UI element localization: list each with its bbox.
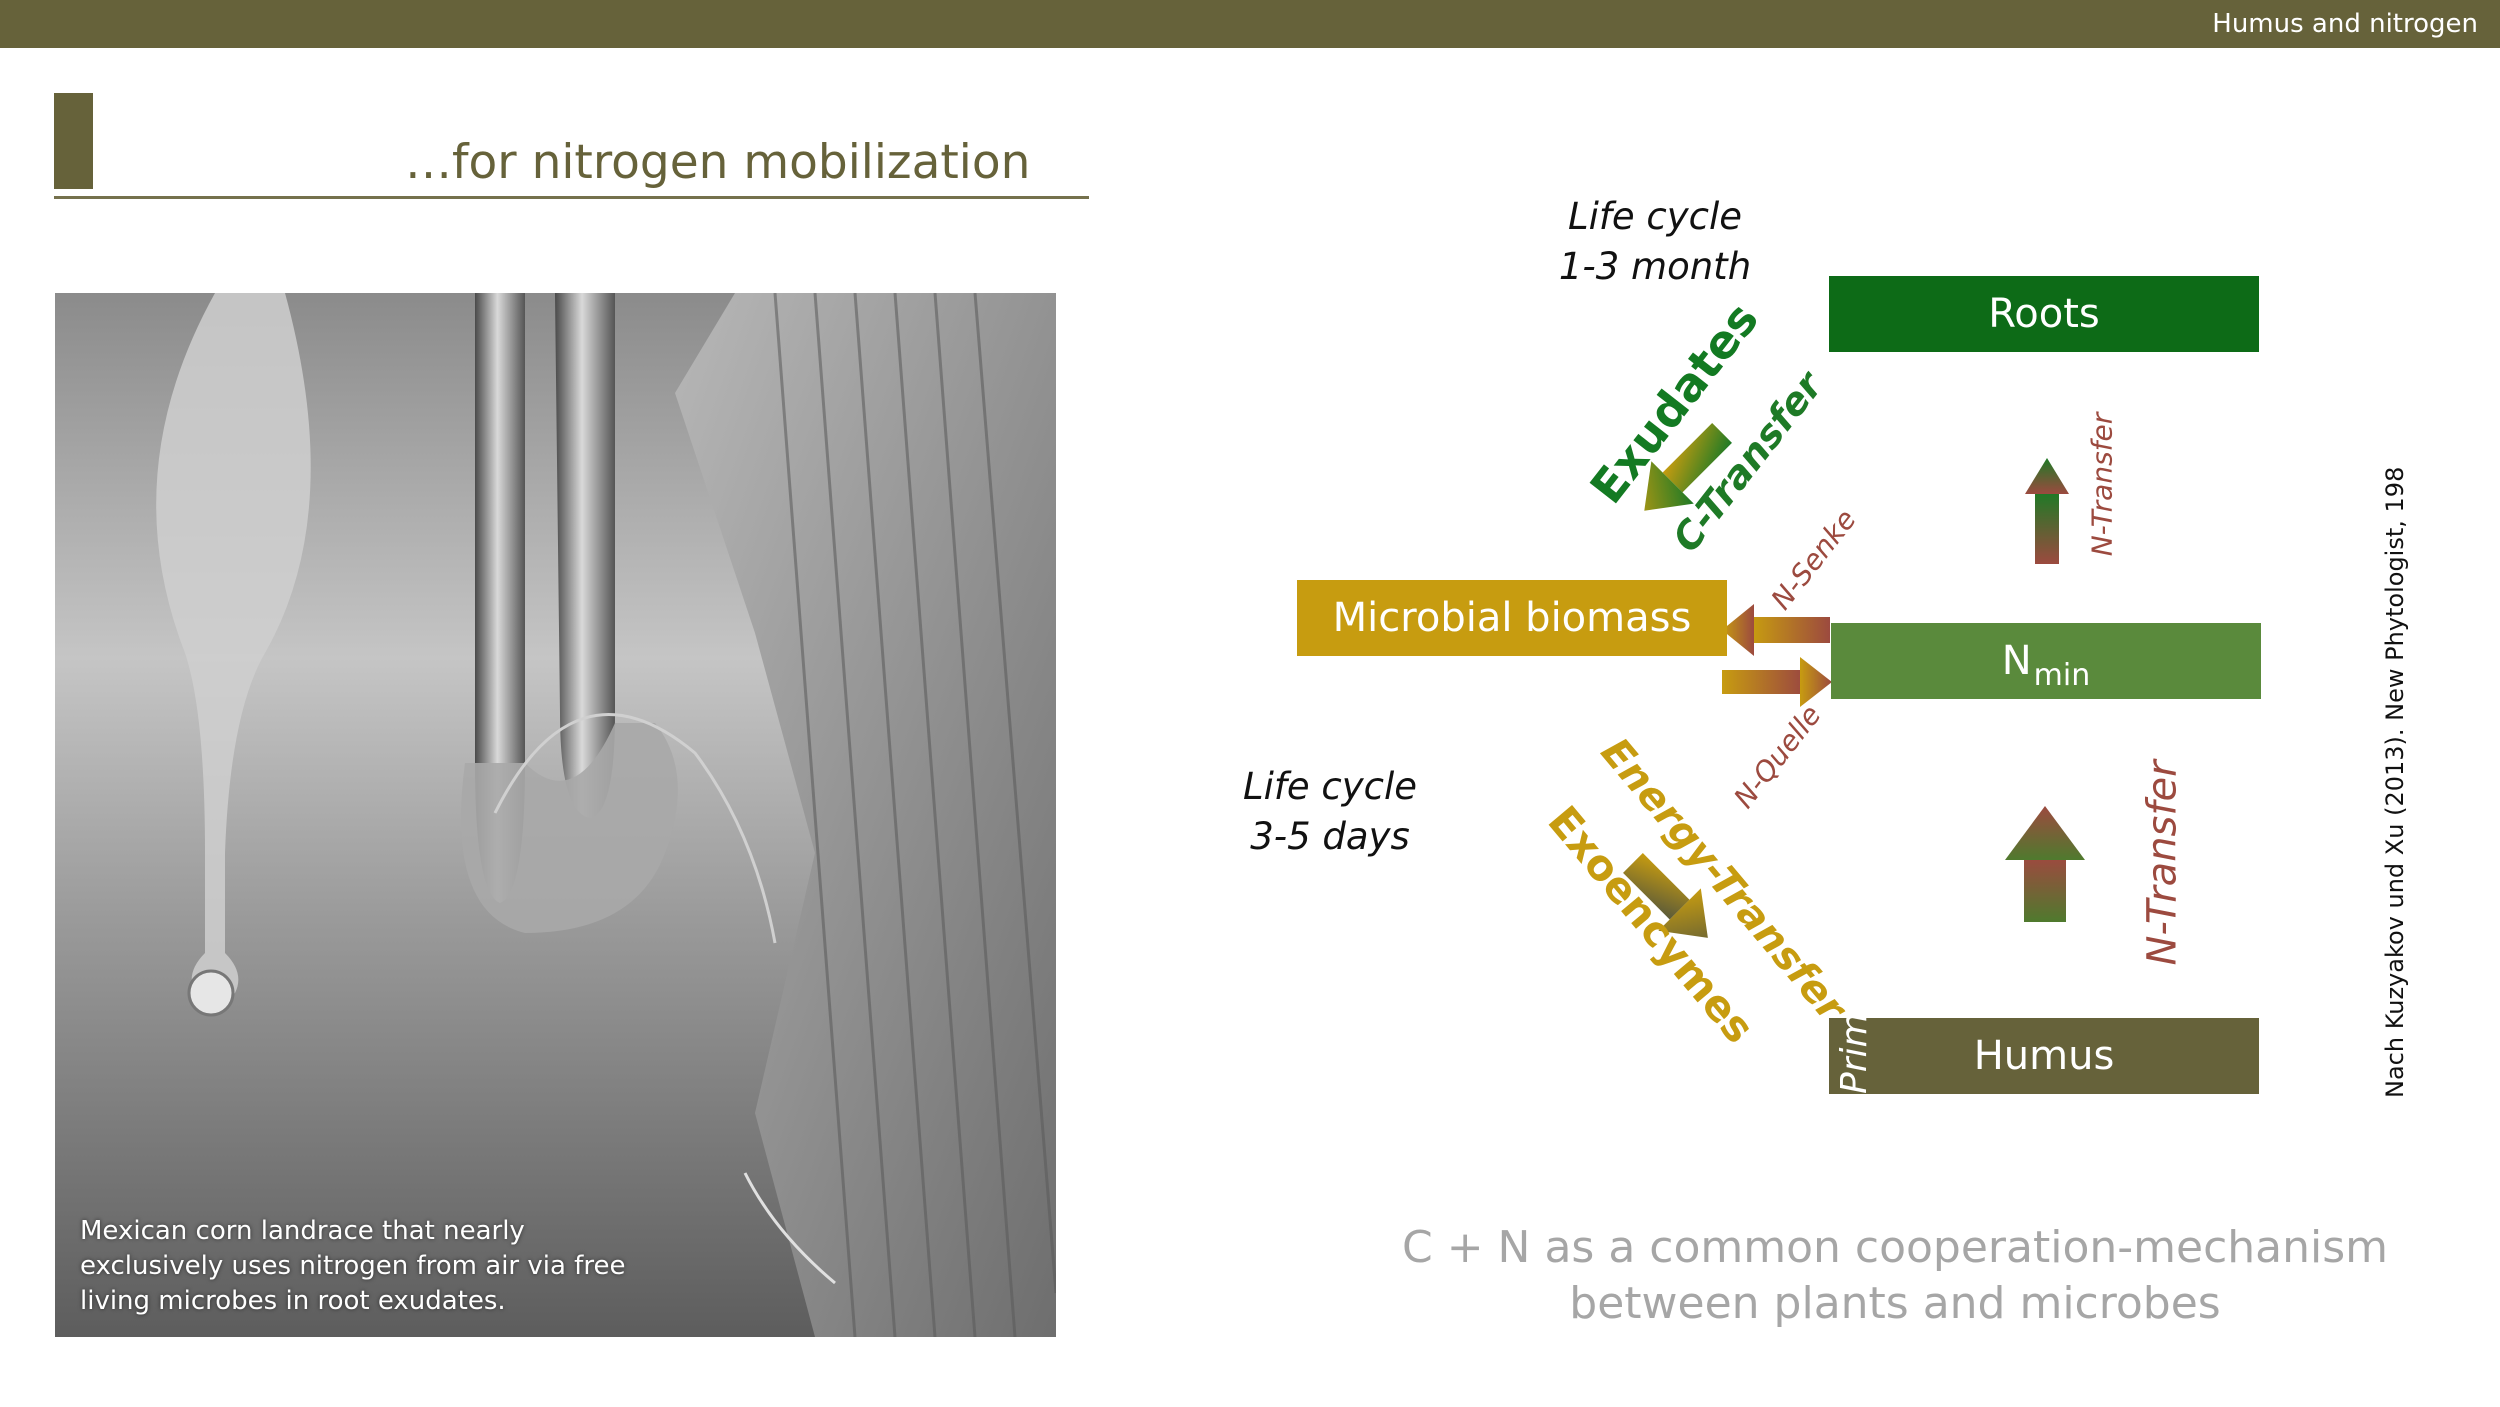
title-underline xyxy=(54,196,1089,199)
n-transfer-arrow-small xyxy=(2025,458,2069,564)
photo-illustration xyxy=(156,293,1056,1337)
humus-box: Priming Humus xyxy=(1829,1018,2259,1094)
life-cycle-bottom: Life cycle 3-5 days xyxy=(1215,762,1445,862)
n-transfer-upper-label: N-Transfer xyxy=(2085,412,2119,557)
life-cycle-top-line2: 1-3 month xyxy=(1558,245,1752,288)
aerial-root-2 xyxy=(555,293,615,818)
corn-root-photo: Mexican corn landrace that nearly exclus… xyxy=(55,293,1056,1337)
humus-label: Humus xyxy=(1973,1033,2115,1079)
n-transfer-lower-label: N-Transfer xyxy=(2139,760,2186,966)
n-senke-arrow xyxy=(1722,604,1830,656)
title-marker xyxy=(54,93,93,189)
exudates-arrow xyxy=(1644,423,1732,511)
nmin-subscript: min xyxy=(2033,657,2091,693)
n-transfer-arrow-big xyxy=(2005,806,2085,922)
life-cycle-bottom-line2: 3-5 days xyxy=(1250,815,1410,858)
leaf-sheath xyxy=(675,293,1056,1337)
priming-label: Priming xyxy=(1835,1018,1875,1094)
energy-transfer-arrow xyxy=(1623,853,1708,938)
slide-subtitle: C + N as a common cooperation-mechanism … xyxy=(1401,1222,2389,1329)
section-label: Humus and nitrogen xyxy=(2212,9,2478,39)
nmin-label: N xyxy=(2001,638,2032,684)
header-bar xyxy=(0,0,2500,48)
roots-box: Roots xyxy=(1829,276,2259,352)
n-quelle-arrow xyxy=(1722,657,1832,707)
slide-title: …for nitrogen mobilization xyxy=(405,135,1031,190)
aerial-root-1 xyxy=(475,293,525,903)
microbial-biomass-box: Microbial biomass xyxy=(1297,580,1727,656)
life-cycle-top-line1: Life cycle xyxy=(1567,195,1743,238)
life-cycle-top: Life cycle 1-3 month xyxy=(1545,192,1765,292)
life-cycle-bottom-line1: Life cycle xyxy=(1242,765,1418,808)
drop xyxy=(187,969,235,1017)
citation: Nach Kuzyakov und Xu (2013). New Phytolo… xyxy=(2381,466,2409,1098)
photo-caption: Mexican corn landrace that nearly exclus… xyxy=(80,1216,626,1316)
mucilage-drip xyxy=(156,293,311,1003)
